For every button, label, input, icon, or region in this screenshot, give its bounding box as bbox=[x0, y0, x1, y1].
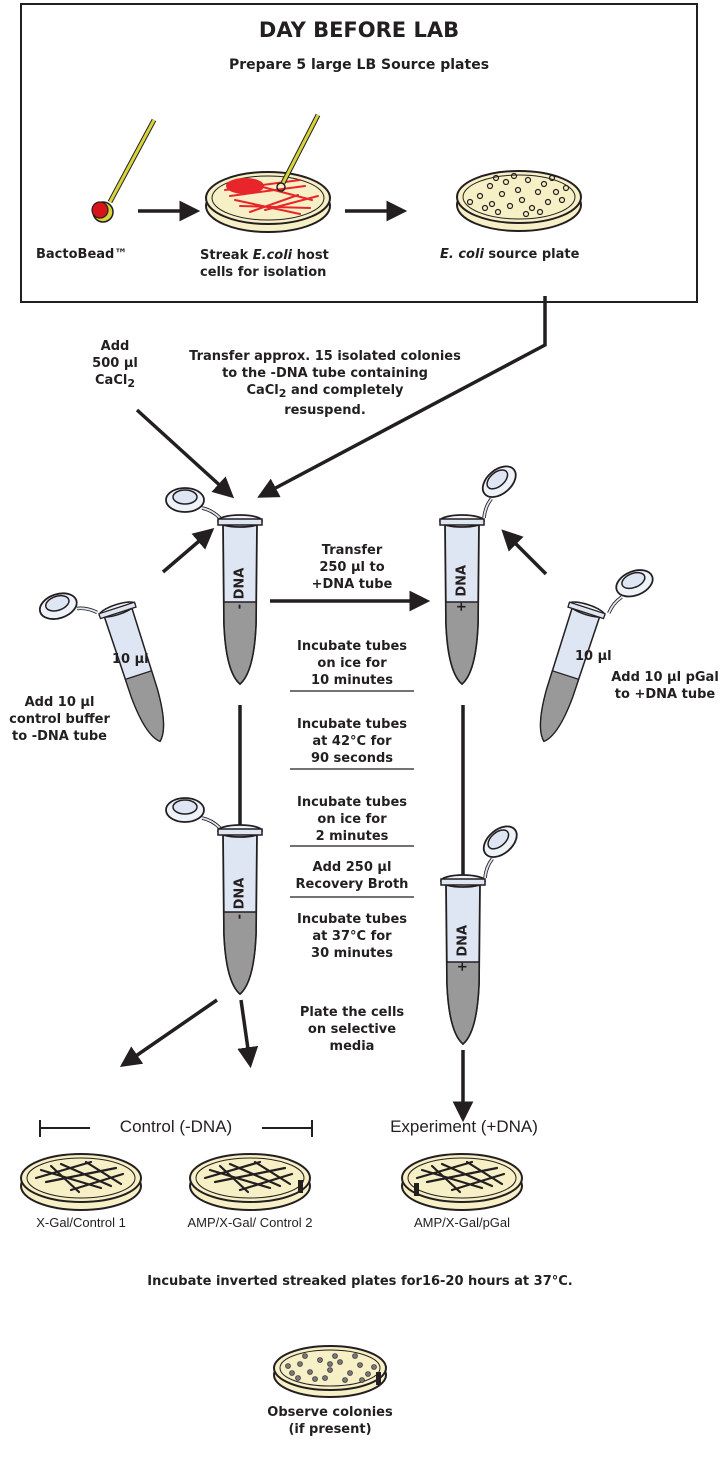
incubate-inverted-label: Incubate inverted streaked plates for16-… bbox=[40, 1273, 680, 1290]
page-title: DAY BEFORE LAB bbox=[20, 18, 698, 42]
arrow-cacl2 bbox=[137, 410, 225, 490]
observe-plate-icon bbox=[274, 1346, 386, 1397]
plate-control1 bbox=[21, 1154, 141, 1210]
arrow-pgal bbox=[510, 538, 546, 574]
plate-control2 bbox=[190, 1154, 310, 1210]
arrow-to-plate2 bbox=[241, 1000, 249, 1056]
transfer-250-label: Transfer 250 µl to +DNA tube bbox=[290, 542, 414, 593]
source-plate-label: E. coli source plate bbox=[440, 246, 579, 263]
plate-label-pgal: AMP/X-Gal/pGal bbox=[392, 1215, 532, 1230]
bactobead-label: BactoBead™ bbox=[36, 246, 127, 263]
pgal-volume-label: 10 µl bbox=[575, 648, 612, 665]
streak-label: Streak E.coli host cells for isolation bbox=[200, 247, 350, 281]
observe-colonies-label: Observe colonies(if present) bbox=[250, 1404, 410, 1438]
plate-label-control1: X-Gal/Control 1 bbox=[6, 1215, 156, 1230]
control-volume-label: 10 µl bbox=[112, 651, 149, 668]
plate-pgal bbox=[402, 1154, 522, 1210]
arrow-control-buffer bbox=[163, 536, 205, 572]
experiment-group-label: Experiment (+DNA) bbox=[374, 1117, 554, 1137]
transfer-colonies-label: Transfer approx. 15 isolated colonies to… bbox=[175, 348, 475, 419]
tube-label-plus-1: + DNA bbox=[454, 562, 471, 616]
page-subtitle: Prepare 5 large LB Source plates bbox=[20, 57, 698, 73]
tube-label-minus-1: - DNA bbox=[232, 562, 249, 616]
add-cacl2-label: Add 500 µl CaCl2 bbox=[80, 338, 150, 392]
tube-label-minus-2: - DNA bbox=[232, 872, 249, 926]
tube-label-plus-2: + DNA bbox=[455, 922, 472, 976]
arrow-to-plate1 bbox=[130, 1000, 217, 1060]
add-control-label: Add 10 µl control buffer to -DNA tube bbox=[2, 694, 117, 745]
control-group-label: Control (-DNA) bbox=[90, 1117, 262, 1137]
add-pgal-label: Add 10 µl pGal to +DNA tube bbox=[607, 669, 723, 703]
plate-label-control2: AMP/X-Gal/ Control 2 bbox=[170, 1215, 330, 1230]
